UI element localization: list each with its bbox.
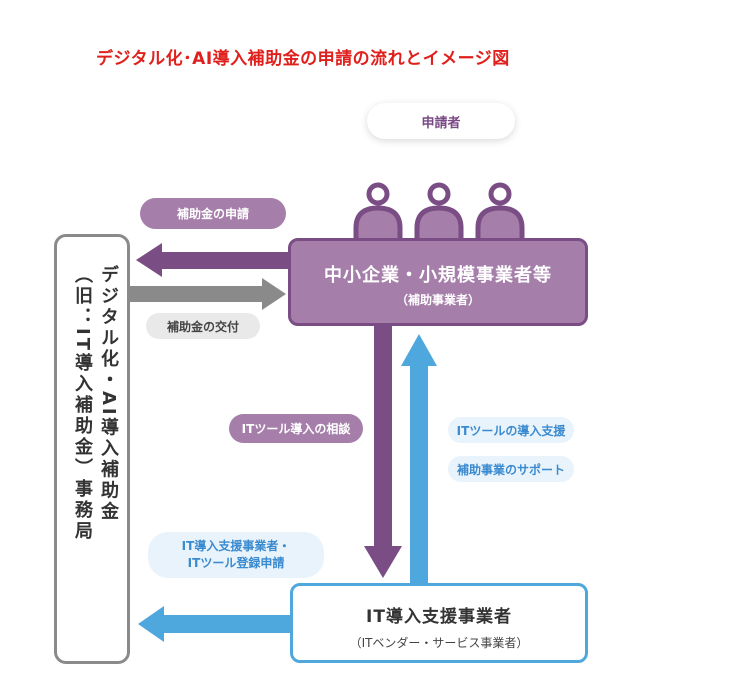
office-name-line1: デジタル化・AI導入補助金: [98, 265, 119, 523]
grant-arrow: [130, 278, 286, 310]
it-vendor-subname: （ITベンダー・サービス事業者）: [349, 636, 529, 650]
support-arrow: [401, 334, 437, 583]
office-name-line2: （旧：IT導入補助金）事務局: [72, 265, 93, 542]
person-icon: [353, 182, 403, 248]
register-label: IT導入支援事業者・ ITツール登録申請: [148, 532, 324, 578]
register-label-line1: IT導入支援事業者・: [181, 539, 291, 553]
register-label-line2: ITツール登録申請: [187, 556, 285, 570]
sme-subname: （補助事業者）: [395, 293, 480, 307]
support-label-1: ITツールの導入支援: [448, 417, 574, 443]
sme-name: 中小企業・小規模事業者等: [324, 265, 552, 286]
it-vendor-box: IT導入支援事業者 （ITベンダー・サービス事業者）: [290, 583, 588, 663]
it-vendor-name: IT導入支援事業者: [366, 607, 512, 627]
consult-label: ITツール導入の相談: [229, 414, 363, 443]
page-title: デジタル化･AI導入補助金の申請の流れとイメージ図: [96, 49, 510, 69]
apply-label: 補助金の申請: [140, 198, 286, 229]
grant-label: 補助金の交付: [146, 313, 260, 339]
apply-arrow: [136, 243, 288, 277]
office-box: デジタル化・AI導入補助金 （旧：IT導入補助金）事務局: [54, 234, 130, 664]
register-arrow: [138, 606, 290, 642]
consult-arrow: [364, 326, 402, 578]
applicant-label: 申請者: [367, 103, 515, 139]
sme-box: 中小企業・小規模事業者等 （補助事業者）: [288, 238, 588, 326]
person-icon: [414, 182, 464, 248]
person-icon: [475, 182, 525, 248]
support-label-2: 補助事業のサポート: [448, 456, 574, 482]
